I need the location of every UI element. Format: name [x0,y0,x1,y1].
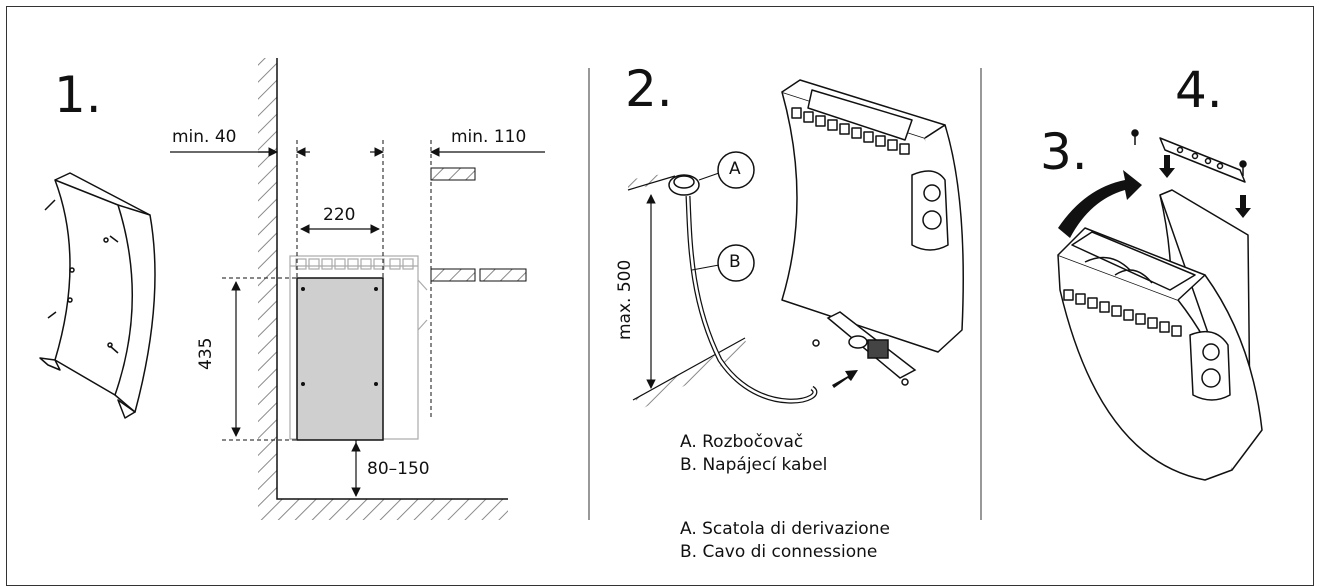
connector-plate [812,311,917,386]
down-arrows-4 [1159,155,1251,218]
heater-unit-4 [1057,227,1263,481]
step-2-number: 2. [625,60,673,118]
step-3-number: 3. [1040,123,1088,181]
dim-min-wall: min. 40 [172,127,237,147]
dimension-lines [170,147,545,497]
installation-diagram [39,58,1263,520]
legend-cz-a: A. Rozbočovač [680,432,804,452]
callout-leaders [691,172,720,271]
legend-it: A. Scatola di derivazione B. Cavo di con… [680,518,890,564]
legend-it-b: B. Cavo di connessione [680,542,878,562]
mounting-bracket-1 [39,172,156,419]
dim-height: 435 [196,337,216,370]
dim-width: 220 [323,205,356,225]
dim-max-height: max. 500 [615,259,635,340]
callout-a-circle [717,151,755,189]
callout-b-circle [717,244,755,282]
screws-4 [1131,129,1247,176]
dim-floor: 80–150 [367,459,430,479]
plate-holes [301,287,378,386]
hang-arrow-3 [1058,170,1142,238]
step-1-number: 1. [54,66,102,124]
callout-b-label: B [729,252,741,272]
wall-and-floor [258,58,508,520]
legend-cz-b: B. Napájecí kabel [680,455,828,475]
mounting-plate [296,277,384,441]
heater-outline [289,255,428,440]
legend-it-a: A. Scatola di derivazione [680,519,890,539]
step-4-number: 4. [1175,61,1223,119]
heater-unit-2 [781,79,964,353]
callout-a-label: A [729,159,741,179]
dim-min-side: min. 110 [451,127,527,147]
legend-cz: A. Rozbočovač B. Napájecí kabel [680,431,827,477]
connect-arrow [832,370,858,388]
junction-box [668,174,700,196]
side-obstacles [430,167,527,282]
dimension-guides [222,140,432,441]
